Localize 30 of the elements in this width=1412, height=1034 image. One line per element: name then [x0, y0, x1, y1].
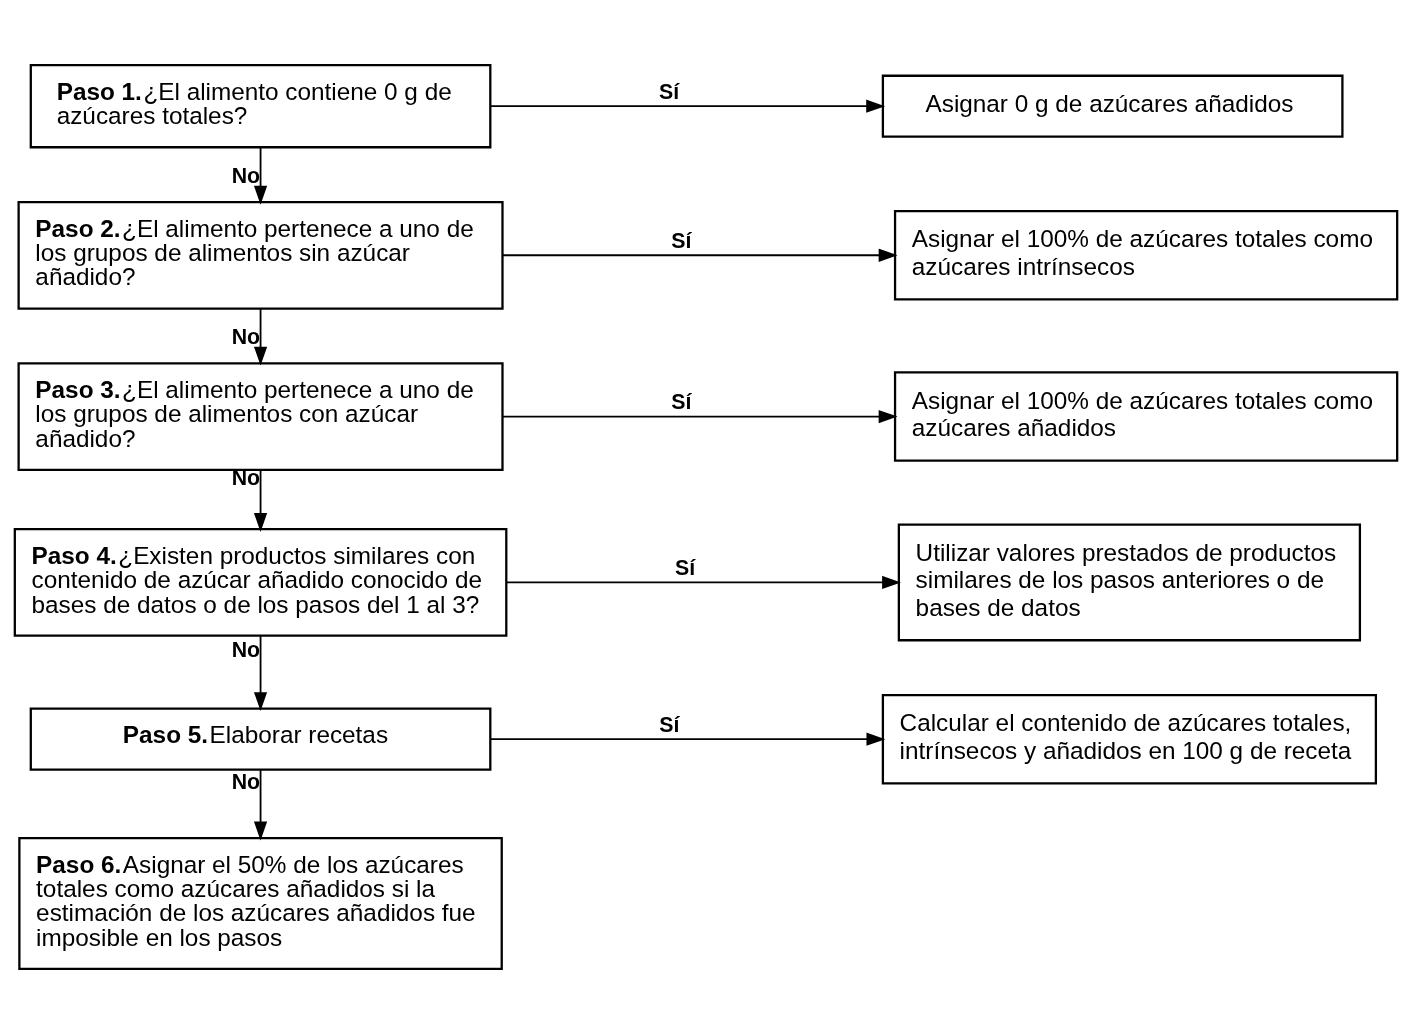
node-box: Paso 2.¿El alimento pertenece a uno de los grupos de alimentos sin azúcar añadido? — [17, 200, 504, 310]
edge-label: Sí — [659, 79, 680, 104]
arrow — [253, 469, 268, 532]
node-box: Paso 6.Asignar el 50% de los azúcares totales como azúcares añadidos si la estimación de los azúcares añadidos fue imposible en los pasos — [18, 836, 503, 971]
node-box: Paso 3.¿El alimento pertenece a uno de los grupos de alimentos con azúcar añadido? — [17, 362, 504, 471]
edge-label: Sí — [659, 712, 680, 737]
edge-label: No — [231, 324, 261, 349]
node-box: Paso 4.¿Existen productos similares con contenido de azúcar añadido conocido de bases de datos o de los pasos del 1 al 3? — [13, 528, 508, 637]
arrow — [253, 635, 268, 712]
edge-label: Sí — [671, 228, 692, 253]
edge-label: Sí — [675, 556, 696, 581]
arrow — [489, 99, 886, 113]
arrow — [501, 409, 898, 424]
node-box: Asignar el 100% de azúcares totales como azúcares intrínsecos — [893, 210, 1399, 301]
node-box: Calcular el contenido de azúcares totales, intrínsecos y añadidos en 100 g de receta — [881, 693, 1378, 785]
edge-label: No — [231, 638, 261, 663]
edge-label: No — [231, 769, 261, 794]
arrow — [489, 732, 886, 746]
node-box: Paso 1.¿El alimento contiene 0 g de azúcares totales? — [29, 63, 492, 149]
node-box: Paso 5.Elaborar recetas — [29, 707, 492, 771]
edge-label: No — [231, 163, 261, 188]
arrow — [505, 575, 901, 590]
arrow — [253, 768, 268, 841]
arrow — [253, 146, 268, 205]
arrow — [501, 248, 898, 262]
node-box: Asignar 0 g de azúcares añadidos — [881, 74, 1344, 138]
node-box: Utilizar valores prestados de productos similares de los pasos anteriores o de bases de datos — [897, 523, 1362, 642]
arrow — [253, 307, 268, 366]
node-box: Asignar el 100% de azúcares totales como azúcares añadidos — [893, 371, 1399, 462]
edge-label: Sí — [671, 390, 692, 415]
